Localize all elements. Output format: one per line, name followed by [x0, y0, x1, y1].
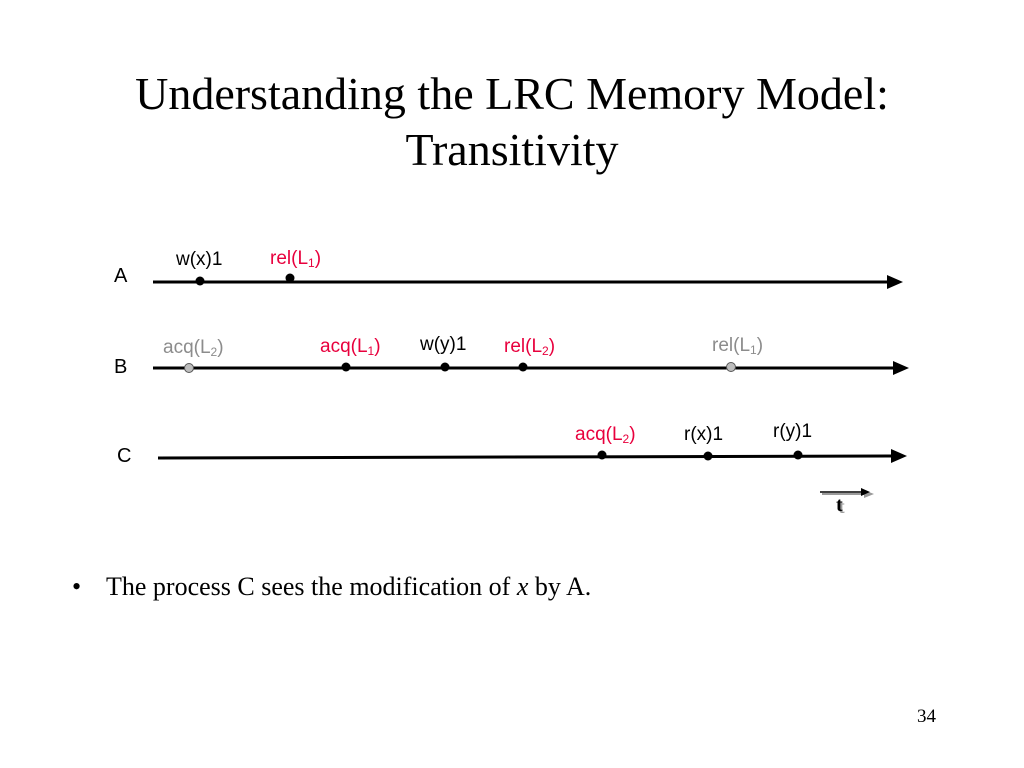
title-line-2: Transitivity: [405, 124, 619, 175]
event-marker-c-acq-l2: [597, 450, 607, 460]
event-label-b-rel-l1: rel(L1): [712, 335, 764, 357]
process-b-label: B: [114, 356, 128, 378]
process-c-arrowhead: [891, 449, 907, 463]
event-marker-b-wy1: [440, 362, 450, 372]
page-number: 34: [917, 706, 936, 727]
time-axis-label: t: [836, 494, 843, 516]
bullet-item: •The process C sees the modification of …: [72, 571, 972, 603]
process-c-timeline: [157, 449, 907, 463]
event-label-a-rel-l1: rel(L1): [270, 248, 322, 270]
event-marker-b-rel-l2: [518, 362, 528, 372]
bullet-dot: •: [72, 572, 82, 601]
process-a-arrowhead: [887, 275, 903, 289]
event-label-b-acq-l2: acq(L2): [163, 337, 224, 359]
process-b-arrowhead: [893, 361, 909, 375]
bullet-text-after: by A.: [528, 572, 592, 601]
process-c-line: [157, 454, 895, 460]
event-marker-b-acq-l1: [341, 362, 351, 372]
event-label-b-wy1: w(y)1: [420, 334, 467, 355]
bullet-text-before: The process C sees the modification of: [106, 572, 517, 601]
event-marker-a-wx1: [195, 276, 205, 286]
process-a-timeline: [153, 273, 903, 289]
event-label-b-acq-l1: acq(L1): [320, 336, 381, 358]
slide-title: Understanding the LRC Memory Model: Tran…: [40, 66, 984, 178]
event-label-c-rx1: r(x)1: [684, 424, 724, 445]
event-marker-c-ry1: [793, 450, 803, 460]
event-label-b-rel-l2: rel(L2): [504, 336, 556, 358]
bullet-text-italic: x: [516, 572, 529, 601]
event-label-c-acq-l2: acq(L2): [575, 424, 636, 446]
title-line-1: Understanding the LRC Memory Model:: [135, 68, 889, 119]
event-marker-b-acq-l2: [184, 363, 194, 373]
event-marker-a-rel-l1: [285, 273, 295, 283]
time-axis-arrow: [820, 488, 874, 498]
process-b-timeline: [153, 361, 909, 375]
event-label-a-wx1: w(x)1: [176, 249, 223, 270]
process-a-label: A: [114, 265, 128, 287]
event-marker-b-rel-l1: [726, 362, 736, 372]
event-marker-c-rx1: [703, 451, 713, 461]
process-c-label: C: [117, 445, 132, 467]
event-label-c-ry1: r(y)1: [773, 421, 813, 442]
